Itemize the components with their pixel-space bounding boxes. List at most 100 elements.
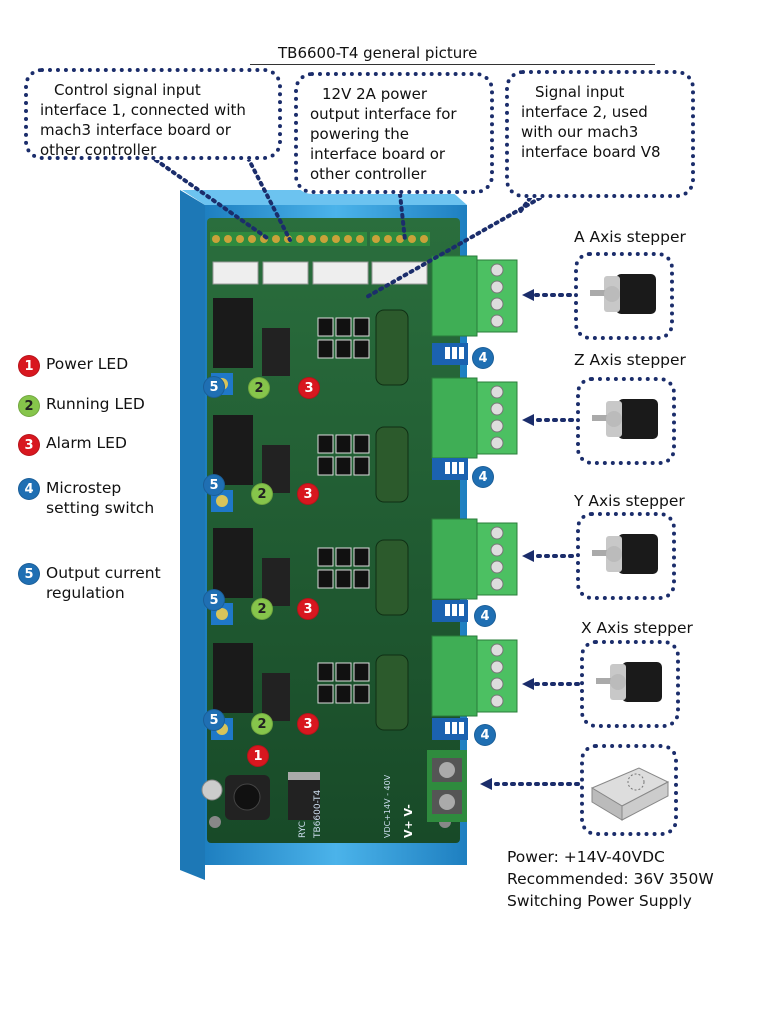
optocoupler-block [213, 298, 253, 368]
terminal-screw [490, 694, 504, 708]
legend-label: Running LED [46, 395, 145, 413]
terminal-screw [490, 385, 504, 399]
terminal-screw [490, 263, 504, 277]
dip-lever [445, 347, 450, 359]
dip-switch [432, 343, 468, 365]
stepper-label-a: A Axis stepper [574, 228, 686, 246]
arrow-head [522, 414, 534, 426]
mosfet [317, 684, 334, 704]
power-spec: Power: +14V-40VDC Recommended: 36V 350W … [507, 846, 714, 912]
stepper-motor-y [576, 512, 676, 600]
board-model-text: TB6600-T4 [313, 790, 323, 839]
callout-interface-2: Signal input interface 2, used with our … [505, 70, 695, 198]
callout-leaders [148, 154, 542, 300]
terminal-housing [431, 377, 478, 459]
board-brand-text: RYC [298, 821, 308, 838]
stepper-terminals [431, 255, 518, 740]
dip-lever [459, 722, 464, 734]
board-terminal-text: V+ V- [402, 804, 415, 838]
legend-label: Alarm LED [46, 434, 127, 452]
terminal-screw [356, 235, 364, 243]
board-number-badge: 5 [203, 589, 225, 611]
board-number-badge: 4 [474, 605, 496, 627]
legend-item-current: 5 Output current regulation [18, 563, 161, 603]
mosfet [335, 456, 352, 476]
dip-lever [459, 604, 464, 616]
terminal-screw [490, 677, 504, 691]
board-number-badge: 1 [247, 745, 269, 767]
terminal-screw [490, 436, 504, 450]
number-badge: 4 [18, 478, 40, 500]
legend-label: Microstep setting switch [46, 478, 154, 518]
board-number-badge: 2 [248, 377, 270, 399]
mosfet [335, 317, 352, 337]
stepper-motor-z [576, 377, 676, 465]
board-number-badge: 5 [203, 709, 225, 731]
terminal-screw [372, 235, 380, 243]
board-number-badge: 4 [474, 724, 496, 746]
dip-lever [445, 604, 450, 616]
dip-lever [452, 604, 457, 616]
mosfet [353, 547, 370, 567]
number-badge: 5 [18, 563, 40, 585]
callout-line: Control signal input [54, 81, 201, 99]
electrolytic-capacitor [375, 309, 409, 386]
terminal-screw [308, 235, 316, 243]
callout-line: output interface for [310, 105, 457, 123]
dip-switch [432, 600, 468, 622]
title-underline [250, 64, 655, 65]
mosfet [335, 339, 352, 359]
legend-item-alarm-led: 3 Alarm LED [18, 434, 127, 456]
terminal-screw [396, 235, 404, 243]
electrolytic-capacitor [375, 426, 409, 503]
legend-label: Power LED [46, 355, 129, 373]
terminal-housing [431, 635, 478, 717]
driver-section [211, 415, 409, 512]
stepper-motor-x [580, 640, 680, 728]
regulator-ic [288, 772, 320, 820]
terminal-screw [296, 235, 304, 243]
callout-line: interface board V8 [521, 143, 661, 161]
stepper-label-z: Z Axis stepper [574, 351, 686, 369]
stepper-terminal [431, 635, 518, 717]
mosfet [353, 339, 370, 359]
callout-line: interface board or [310, 145, 446, 163]
callout-line: with our mach3 [521, 123, 639, 141]
stepper-terminal [431, 377, 518, 459]
mosfet [353, 569, 370, 589]
mosfet [317, 547, 334, 567]
mosfet [353, 456, 370, 476]
electrolytic-capacitor [375, 539, 409, 616]
board-number-badge: 3 [297, 713, 319, 735]
electrolytic-cap-small [201, 779, 223, 801]
inductor [225, 775, 270, 820]
arrow-head [522, 289, 534, 301]
terminal-screw [490, 280, 504, 294]
arrow-head [522, 550, 534, 562]
terminal-screw [236, 235, 244, 243]
terminal-screw [490, 314, 504, 328]
callout-line: 12V 2A power [322, 85, 428, 103]
stepper-arrows [488, 293, 580, 786]
callout-line: Signal input [535, 83, 625, 101]
terminal-screw [344, 235, 352, 243]
terminal-screw [490, 526, 504, 540]
dip-lever [452, 347, 457, 359]
mosfet [317, 339, 334, 359]
number-badge: 2 [18, 395, 40, 417]
legend-label-line: regulation [46, 584, 125, 602]
power-spec-line: Recommended: 36V 350W [507, 870, 714, 888]
driver-chip [262, 673, 290, 721]
callout-line: other controller [40, 141, 157, 159]
dip-lever [452, 462, 457, 474]
dip-lever [452, 722, 457, 734]
arrow-head [522, 678, 534, 690]
white-headers [212, 261, 428, 285]
callout-line: mach3 interface board or [40, 121, 231, 139]
mosfet [353, 684, 370, 704]
mosfet [317, 456, 334, 476]
terminal-screw [420, 235, 428, 243]
power-terminal [427, 750, 467, 822]
board-number-badge: 2 [251, 598, 273, 620]
dip-lever [445, 462, 450, 474]
